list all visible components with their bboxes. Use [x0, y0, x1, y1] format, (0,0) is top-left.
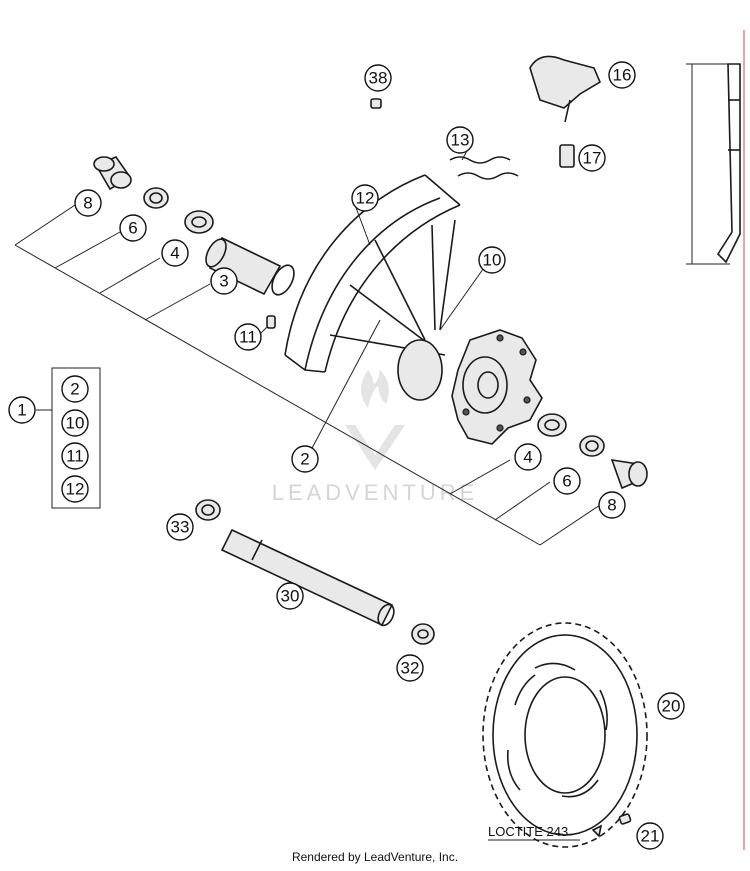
svg-text:11: 11 — [66, 447, 84, 466]
svg-text:2: 2 — [300, 450, 309, 469]
brake-disc — [482, 622, 648, 848]
watermark-text: LEADVENTURE — [272, 480, 479, 505]
svg-text:16: 16 — [613, 66, 632, 85]
spacer-bushing-left — [93, 156, 132, 191]
callout-30: 30 — [276, 582, 304, 610]
svg-text:8: 8 — [83, 194, 92, 213]
callout-32: 32 — [396, 654, 424, 682]
callout-6-right: 6 — [553, 467, 581, 495]
spokes — [329, 219, 456, 356]
axle-collar-left — [195, 499, 221, 521]
svg-text:38: 38 — [369, 69, 388, 88]
shaft-seal-left — [143, 187, 169, 209]
spoke-nipple — [266, 315, 276, 329]
callout-38: 38 — [364, 64, 392, 92]
callout-6-left: 6 — [119, 214, 147, 242]
svg-text:8: 8 — [607, 496, 616, 515]
rim-lock-nut — [559, 144, 575, 168]
wheel-rim — [284, 174, 461, 373]
callout-11-kit: 11 — [61, 442, 89, 470]
callout-17: 17 — [578, 144, 606, 172]
svg-text:20: 20 — [662, 697, 681, 716]
callout-10-top: 10 — [478, 246, 506, 274]
svg-text:32: 32 — [401, 659, 420, 678]
callout-3: 3 — [210, 267, 238, 295]
svg-text:10: 10 — [66, 414, 85, 433]
footer-credit: Rendered by LeadVenture, Inc. — [291, 850, 459, 864]
callout-4-left: 4 — [161, 239, 189, 267]
callout-16: 16 — [608, 61, 636, 89]
rim-tape — [449, 156, 519, 180]
svg-text:10: 10 — [483, 251, 502, 270]
bearing-right — [537, 413, 567, 437]
wheel-spindle — [220, 528, 395, 627]
upper-leader-lines — [14, 144, 601, 546]
callout-8-right: 8 — [598, 491, 626, 519]
callout-11-top: 11 — [234, 323, 262, 351]
watermark-logo — [345, 370, 405, 470]
callout-10-kit: 10 — [61, 409, 89, 437]
bearing-left — [184, 210, 214, 234]
svg-text:13: 13 — [451, 131, 470, 150]
svg-text:3: 3 — [219, 272, 228, 291]
svg-text:4: 4 — [170, 244, 179, 263]
wheel-profile-view — [686, 63, 741, 265]
svg-text:17: 17 — [583, 149, 602, 168]
loctite-note: LOCTITE 243 — [488, 824, 568, 839]
callout-1: 1 — [8, 396, 36, 424]
svg-text:33: 33 — [171, 518, 190, 537]
axle-collar-right — [411, 623, 435, 645]
callout-12-top: 12 — [351, 184, 379, 212]
svg-text:6: 6 — [128, 219, 137, 238]
callout-21: 21 — [636, 822, 664, 850]
disc-screw — [488, 813, 632, 841]
svg-text:11: 11 — [239, 328, 257, 347]
svg-text:30: 30 — [281, 587, 300, 606]
svg-text:12: 12 — [66, 480, 85, 499]
callout-20: 20 — [657, 692, 685, 720]
callout-12-kit: 12 — [61, 475, 89, 503]
wheel-hub — [397, 329, 543, 445]
valve-cap — [370, 98, 382, 109]
svg-text:12: 12 — [356, 189, 375, 208]
callout-2: 2 — [291, 445, 319, 473]
callout-2-kit: 2 — [61, 375, 89, 403]
svg-text:1: 1 — [17, 401, 26, 420]
rim-lock — [529, 55, 602, 123]
callout-13: 13 — [446, 126, 474, 154]
svg-text:4: 4 — [523, 448, 532, 467]
svg-text:21: 21 — [641, 827, 660, 846]
svg-text:2: 2 — [70, 380, 79, 399]
distance-sleeve — [205, 236, 295, 296]
shaft-seal-right — [579, 435, 605, 457]
callout-4-right: 4 — [514, 443, 542, 471]
callout-33: 33 — [166, 513, 194, 541]
svg-text:6: 6 — [562, 472, 571, 491]
callout-8-left: 8 — [74, 189, 102, 217]
spacer-bushing-right — [610, 459, 648, 490]
assembly-kit-box — [36, 367, 101, 509]
